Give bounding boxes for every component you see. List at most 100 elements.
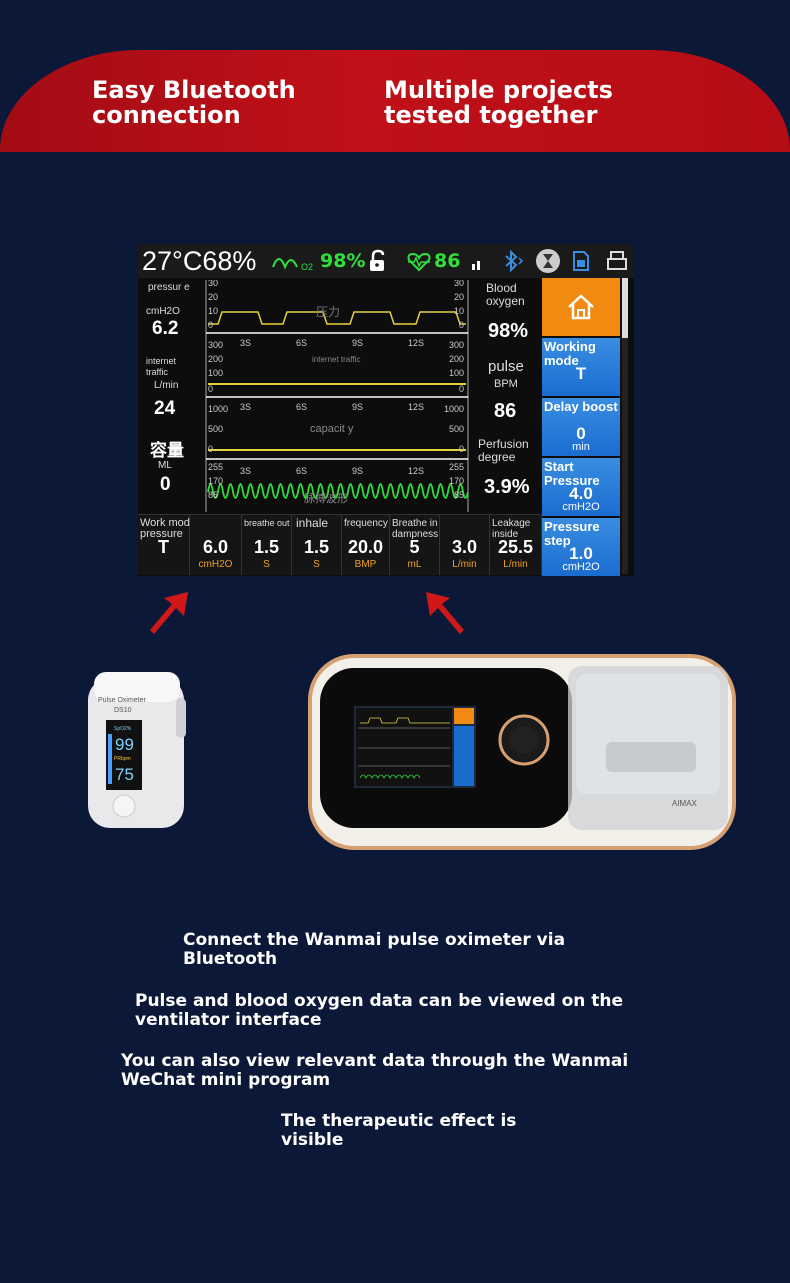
flow-overlay-label: internet traffic [312, 355, 360, 364]
side-label: Working mode [544, 339, 596, 368]
pressure-tick: 30 [208, 280, 218, 288]
caption-view-on-ventilator: Pulse and blood oxygen data can be viewe… [135, 991, 624, 1030]
pressure-tick: 20 [208, 292, 218, 302]
flow-tick-right: 0 [459, 384, 464, 394]
pleth-tick-right: 170 [449, 476, 464, 486]
time-tick: 12S [408, 402, 424, 412]
param-unit: mL [407, 559, 422, 570]
status-pulse: 86 [434, 250, 461, 272]
blood-oxygen-label: Blood oxygen [486, 281, 525, 308]
param-unit: L/min [452, 559, 477, 570]
param-value: 20.0 [347, 537, 384, 557]
o2-tag: O2 [301, 262, 313, 272]
side-scrollbar-thumb[interactable] [622, 278, 628, 338]
side-value: 4.0 [569, 484, 593, 503]
time-tick: 6S [296, 466, 307, 476]
left-values-column: pressur e cmH2O 6.2 internet traffic L/m… [142, 280, 198, 512]
perfusion-value: 3.9% [484, 476, 530, 498]
param-unit: cmH2O [198, 559, 233, 570]
right-values-column: Blood oxygen 98% pulse BPM 86 Perfusion … [478, 280, 540, 512]
param-label: Work mode target pressure [140, 517, 228, 540]
param-cell-breathe-out[interactable]: breathe out 1.5 S [242, 515, 292, 575]
side-value: 0 [576, 424, 586, 443]
param-cell-target-pressure[interactable]: 6.0 cmH2O [190, 515, 242, 575]
oximeter-model: DS10 [114, 707, 132, 714]
banner-left-text: Easy Bluetooth connection [92, 76, 296, 129]
traffic-label: internet traffic [146, 356, 177, 377]
printer-icon[interactable] [606, 250, 628, 272]
pleth-tick: 255 [208, 462, 223, 472]
param-cell-frequency[interactable]: frequency 20.0 BMP [342, 515, 390, 575]
pressure-unit: cmH2O [146, 306, 180, 317]
traffic-unit: L/min [154, 380, 179, 391]
side-value: 1.0 [569, 544, 593, 563]
time-tick: 12S [408, 338, 424, 348]
capacity-label: 容量 [150, 441, 184, 460]
time-tick: 9S [352, 402, 363, 412]
signal-icon [472, 261, 480, 270]
param-value: 25.5 [497, 537, 534, 557]
heart-pulse-icon [407, 252, 431, 272]
param-label: breathe out [244, 518, 290, 528]
flow-tick: 100 [208, 368, 223, 378]
caption-connect: Connect the Wanmai pulse oximeter via Bl… [183, 930, 566, 969]
time-tick: 3S [240, 466, 251, 476]
param-label: frequency [344, 518, 388, 529]
param-value: 5 [409, 537, 420, 557]
flow-tick-right: 100 [449, 368, 464, 378]
banner-right-text: Multiple projects tested together [384, 76, 613, 129]
pleth-tick: 170 [208, 476, 223, 486]
time-tick: 12S [408, 466, 424, 476]
pressure-tick: 0 [208, 320, 213, 330]
waveform-plots: 压力 internet traffic capacit y 脉搏波形 30 30 2… [205, 280, 469, 512]
volume-tick-right: 500 [449, 424, 464, 434]
side-btn-pressure-step[interactable]: Pressure step 1.0 cmH2O [542, 518, 620, 576]
pulse-oximeter-image: Pulse Oximeter DS10 SpO2% 99 PRbpm 75 [88, 672, 186, 828]
ventilator-device-image: AIMAX [308, 654, 736, 850]
param-cell-mode[interactable]: Work mode target pressure T [138, 515, 227, 575]
banner-red-shape [0, 50, 790, 152]
side-label: Delay boost [544, 399, 618, 414]
oximeter-pr-tag: PRbpm [114, 756, 131, 762]
side-scrollbar-track[interactable] [622, 278, 628, 574]
pressure-value: 6.2 [152, 318, 179, 339]
capacity-unit: ML [158, 460, 172, 471]
pulse-unit: BPM [494, 378, 518, 390]
side-btn-start-pressure[interactable]: Start Pressure 4.0 cmH2O [542, 458, 620, 516]
param-label: inhale [296, 516, 329, 530]
volume-tick: 500 [208, 424, 223, 434]
home-button[interactable] [542, 278, 620, 336]
volume-tick-right: 1000 [444, 404, 464, 414]
arrow-up-right-icon [150, 592, 188, 634]
time-tick: 6S [296, 338, 307, 348]
unlock-icon[interactable] [368, 249, 388, 273]
ventilator-brand-mark: AIMAX [672, 799, 698, 808]
param-cell-flow[interactable]: 3.0 L/min [440, 515, 490, 575]
sd-card-icon[interactable] [572, 250, 590, 272]
volume-tick: 0 [208, 444, 213, 454]
flow-tick: 300 [208, 340, 223, 350]
time-tick: 3S [240, 402, 251, 412]
blood-oxygen-value: 98% [488, 320, 529, 342]
param-label: Breathe in the dampness [392, 518, 455, 540]
volume-overlay-label: capacit y [310, 423, 354, 435]
pleth-overlay-label: 脉搏波形 [304, 491, 348, 505]
param-cell-leakage[interactable]: Leakage inside 25.5 L/min [490, 515, 542, 575]
param-cell-humidity[interactable]: Breathe in the dampness 5 mL [390, 515, 454, 575]
param-label: Leakage inside [492, 518, 531, 540]
pressure-tick-right: 30 [454, 280, 464, 288]
bluetooth-icon[interactable] [501, 250, 525, 272]
status-spo2: 98% [320, 250, 366, 272]
arrow-up-left-icon [426, 592, 464, 634]
oximeter-spo2-tag: SpO2% [114, 726, 132, 732]
hourglass-icon[interactable] [535, 248, 561, 274]
side-btn-working-mode[interactable]: Working mode T [542, 338, 620, 396]
temp-humidity-readout: 27°C68% [142, 246, 257, 276]
side-btn-delay-boost[interactable]: Delay boost 0 min [542, 398, 620, 456]
pressure-label: pressur e [148, 282, 190, 293]
status-bar: 27°C68% O2 98% 86 [138, 244, 634, 278]
param-unit: L/min [503, 559, 528, 570]
caption-wechat: You can also view relevant data through … [121, 1051, 629, 1090]
pressure-overlay-label: 压力 [316, 305, 340, 319]
param-cell-inhale[interactable]: inhale 1.5 S [292, 515, 342, 575]
